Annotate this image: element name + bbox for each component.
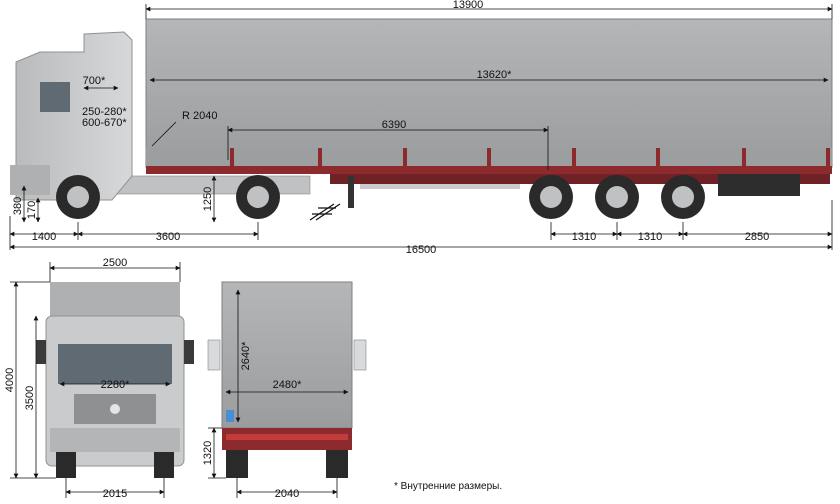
rear-tarp	[221, 281, 353, 429]
dim-inner-height: 2640*	[240, 341, 252, 370]
front-dimension-lines	[10, 262, 181, 498]
dim-deck-height: 1320	[202, 441, 214, 465]
dim-ground-clear-1: 380	[12, 197, 24, 215]
cab-window	[40, 82, 70, 112]
rear-mirror-right	[353, 339, 367, 371]
dim-rear-overhang: 2850	[745, 231, 769, 243]
wheels	[56, 175, 705, 219]
front-wheel-left	[56, 452, 76, 478]
landing-gear	[348, 176, 354, 208]
dim-axle-spacing-1: 1310	[572, 231, 596, 243]
side-dimension-lines	[9, 4, 833, 250]
dim-cab-inner-width: 700*	[83, 75, 106, 87]
front-tarp	[50, 282, 180, 316]
rear-mirror-left	[207, 339, 221, 371]
dim-front-track: 2015	[103, 488, 127, 500]
front-mirror-left	[36, 340, 46, 364]
rear-view: 2640* 2480* 1320 2040	[202, 281, 367, 500]
dim-cab-h2: 600-670*	[82, 117, 127, 129]
dim-wheelbase: 3600	[156, 231, 180, 243]
dim-cab-height: 3500	[24, 386, 36, 410]
dim-rear-track: 2040	[275, 488, 299, 500]
dim-axle-spacing-2: 1310	[638, 231, 662, 243]
dim-inner-width-front: 2280*	[101, 379, 130, 391]
rear-wheel-left	[226, 450, 248, 478]
dim-overall-length: 16500	[406, 244, 437, 256]
dim-kingpin-span: 6390	[382, 119, 406, 131]
ladder-icon	[309, 203, 341, 221]
side-view: 13900 13620* 700* 250-280* 600-670* R 20…	[9, 0, 833, 256]
front-windshield	[58, 344, 172, 384]
cab-bumper	[10, 165, 50, 195]
dim-turn-radius: R 2040	[182, 110, 217, 122]
dim-front-overhang: 1400	[32, 231, 56, 243]
rear-label	[226, 410, 234, 422]
dim-front-width: 2500	[103, 257, 127, 269]
rear-wheel-right	[326, 450, 348, 478]
footnote-inner-dimensions: * Внутренние размеры.	[394, 481, 503, 492]
front-view: 2500 4000 3500 2280* 2015	[4, 257, 194, 500]
dim-inner-length: 13620*	[477, 69, 513, 81]
dim-cab-h1: 250-280*	[82, 106, 127, 118]
dim-inner-width-rear: 2480*	[273, 379, 302, 391]
side-guard	[360, 184, 520, 189]
trailer-chassis	[330, 174, 830, 184]
front-wheel-right	[154, 452, 174, 478]
dim-fifth-wheel-height: 1250	[202, 187, 214, 211]
dim-front-height: 4000	[4, 368, 16, 392]
dim-overall-top: 13900	[453, 0, 484, 11]
rear-lights	[226, 434, 348, 440]
front-mirror-right	[184, 340, 194, 364]
front-bumper	[50, 428, 180, 452]
dim-ground-clear-2: 170	[26, 201, 38, 219]
brand-logo-icon	[110, 404, 120, 414]
tool-box	[718, 174, 800, 196]
rear-dimension-lines	[208, 289, 349, 498]
trailer-stakes	[230, 148, 830, 174]
trailer-tarp	[145, 18, 833, 168]
